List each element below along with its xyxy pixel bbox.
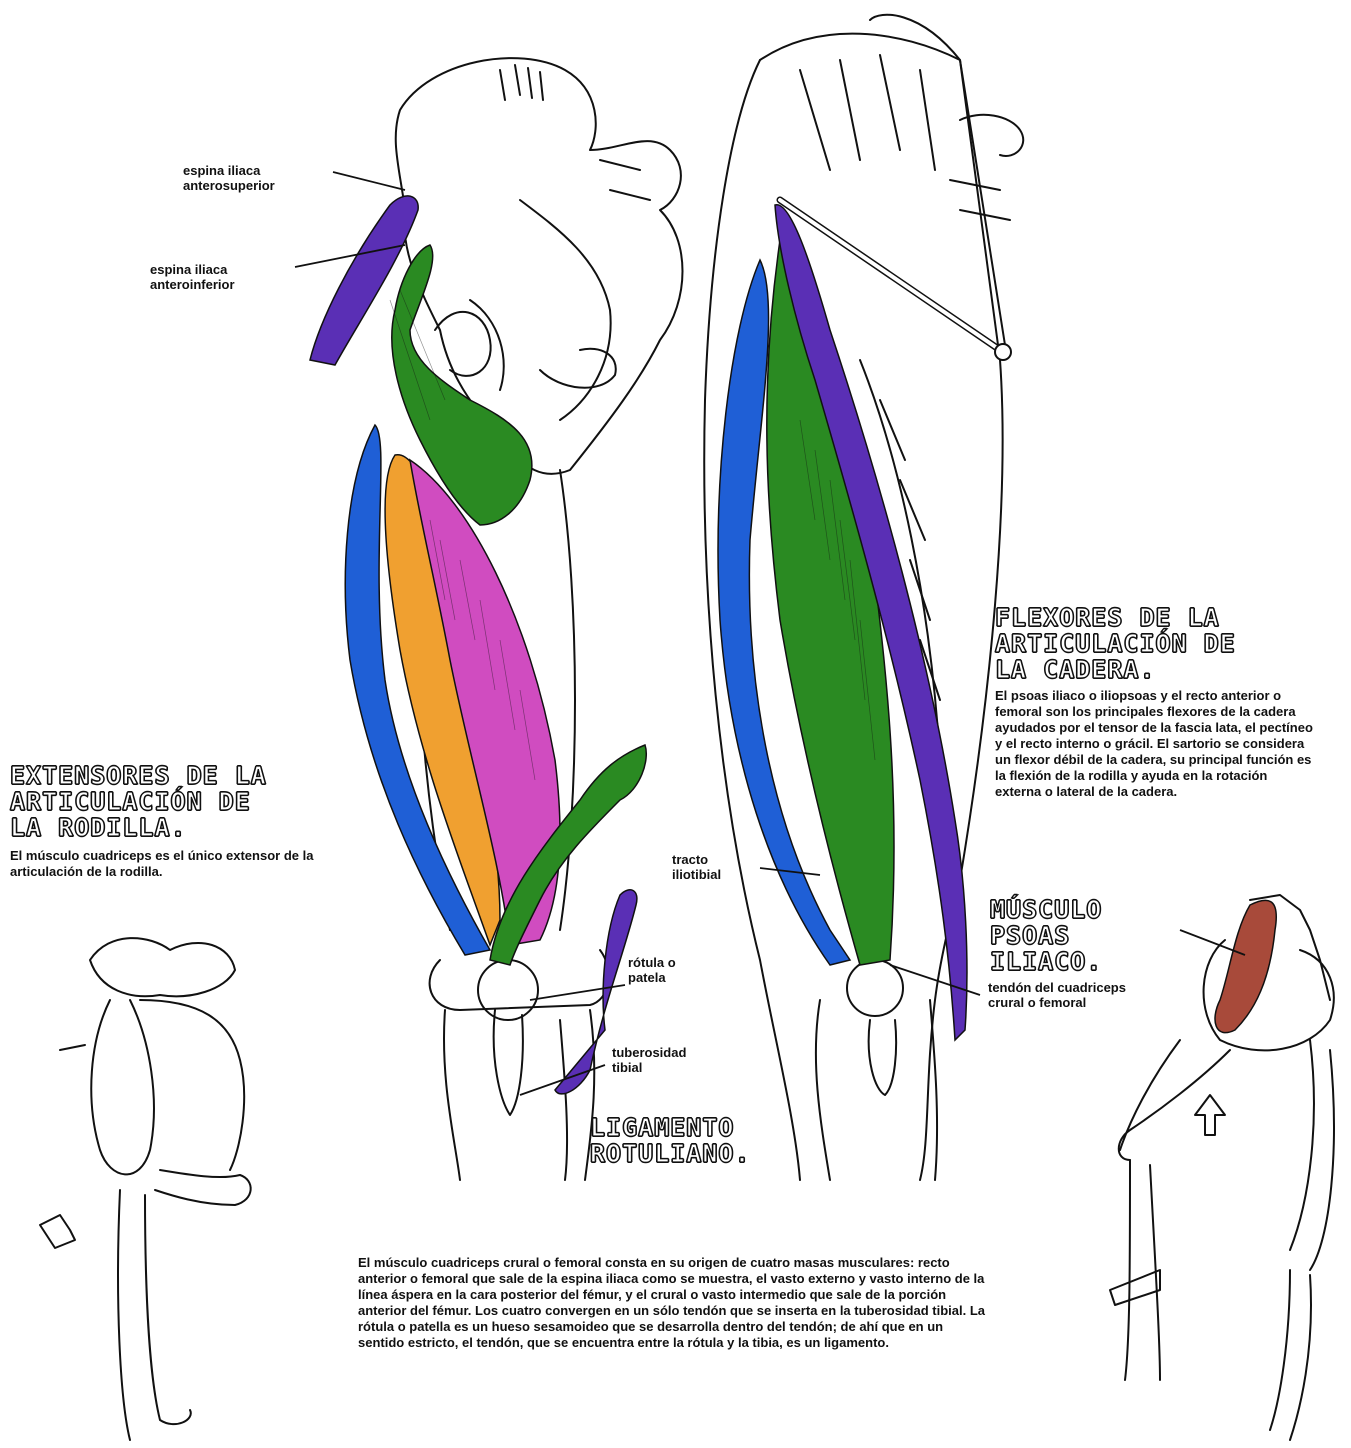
- paragraph-cuadriceps: El músculo cuadriceps crural o femoral c…: [358, 1255, 988, 1351]
- left-skeleton-pelvis: [90, 938, 235, 996]
- label-espina-anteroinferior: espina iliaca anteroinferior: [150, 262, 290, 292]
- left-knee-outline: [430, 950, 609, 1010]
- right-skeleton: [1110, 895, 1334, 1440]
- label-tuberosidad-tibial: tuberosidad tibial: [612, 1045, 707, 1075]
- left-patella: [478, 960, 538, 1020]
- label-espina-anterosuperior: espina iliaca anterosuperior: [183, 163, 323, 193]
- title-extensores: EXTENSORES DE LA ARTICULACIÓN DE LA RODI…: [10, 763, 290, 841]
- right-thigh-muscles: [718, 205, 967, 1040]
- left-thigh-muscles: [310, 196, 646, 1094]
- paragraph-extensores: El músculo cuadriceps es el único extens…: [10, 848, 370, 880]
- label-tendon-cuadriceps: tendón del cuadriceps crural o femoral: [988, 980, 1128, 1010]
- psoas-muscle: [1215, 900, 1276, 1032]
- right-patella: [847, 960, 903, 1016]
- title-flexores: FLEXORES DE LA ARTICULACIÓN DE LA CADERA…: [995, 605, 1275, 683]
- title-ligamento: LIGAMENTO ROTULIANO.: [590, 1115, 790, 1167]
- right-arrow-icon: [1195, 1095, 1225, 1135]
- paragraph-flexores: El psoas iliaco o iliopsoas y el recto a…: [995, 688, 1315, 800]
- left-skeleton: [40, 938, 251, 1440]
- left-arrow-icon: [40, 1215, 75, 1248]
- label-tracto-iliotibial: tracto iliotibial: [672, 852, 752, 882]
- label-rotula: rótula o patela: [628, 955, 688, 985]
- title-musculo-psoas: MÚSCULO PSOAS ILIACO.: [990, 897, 1190, 975]
